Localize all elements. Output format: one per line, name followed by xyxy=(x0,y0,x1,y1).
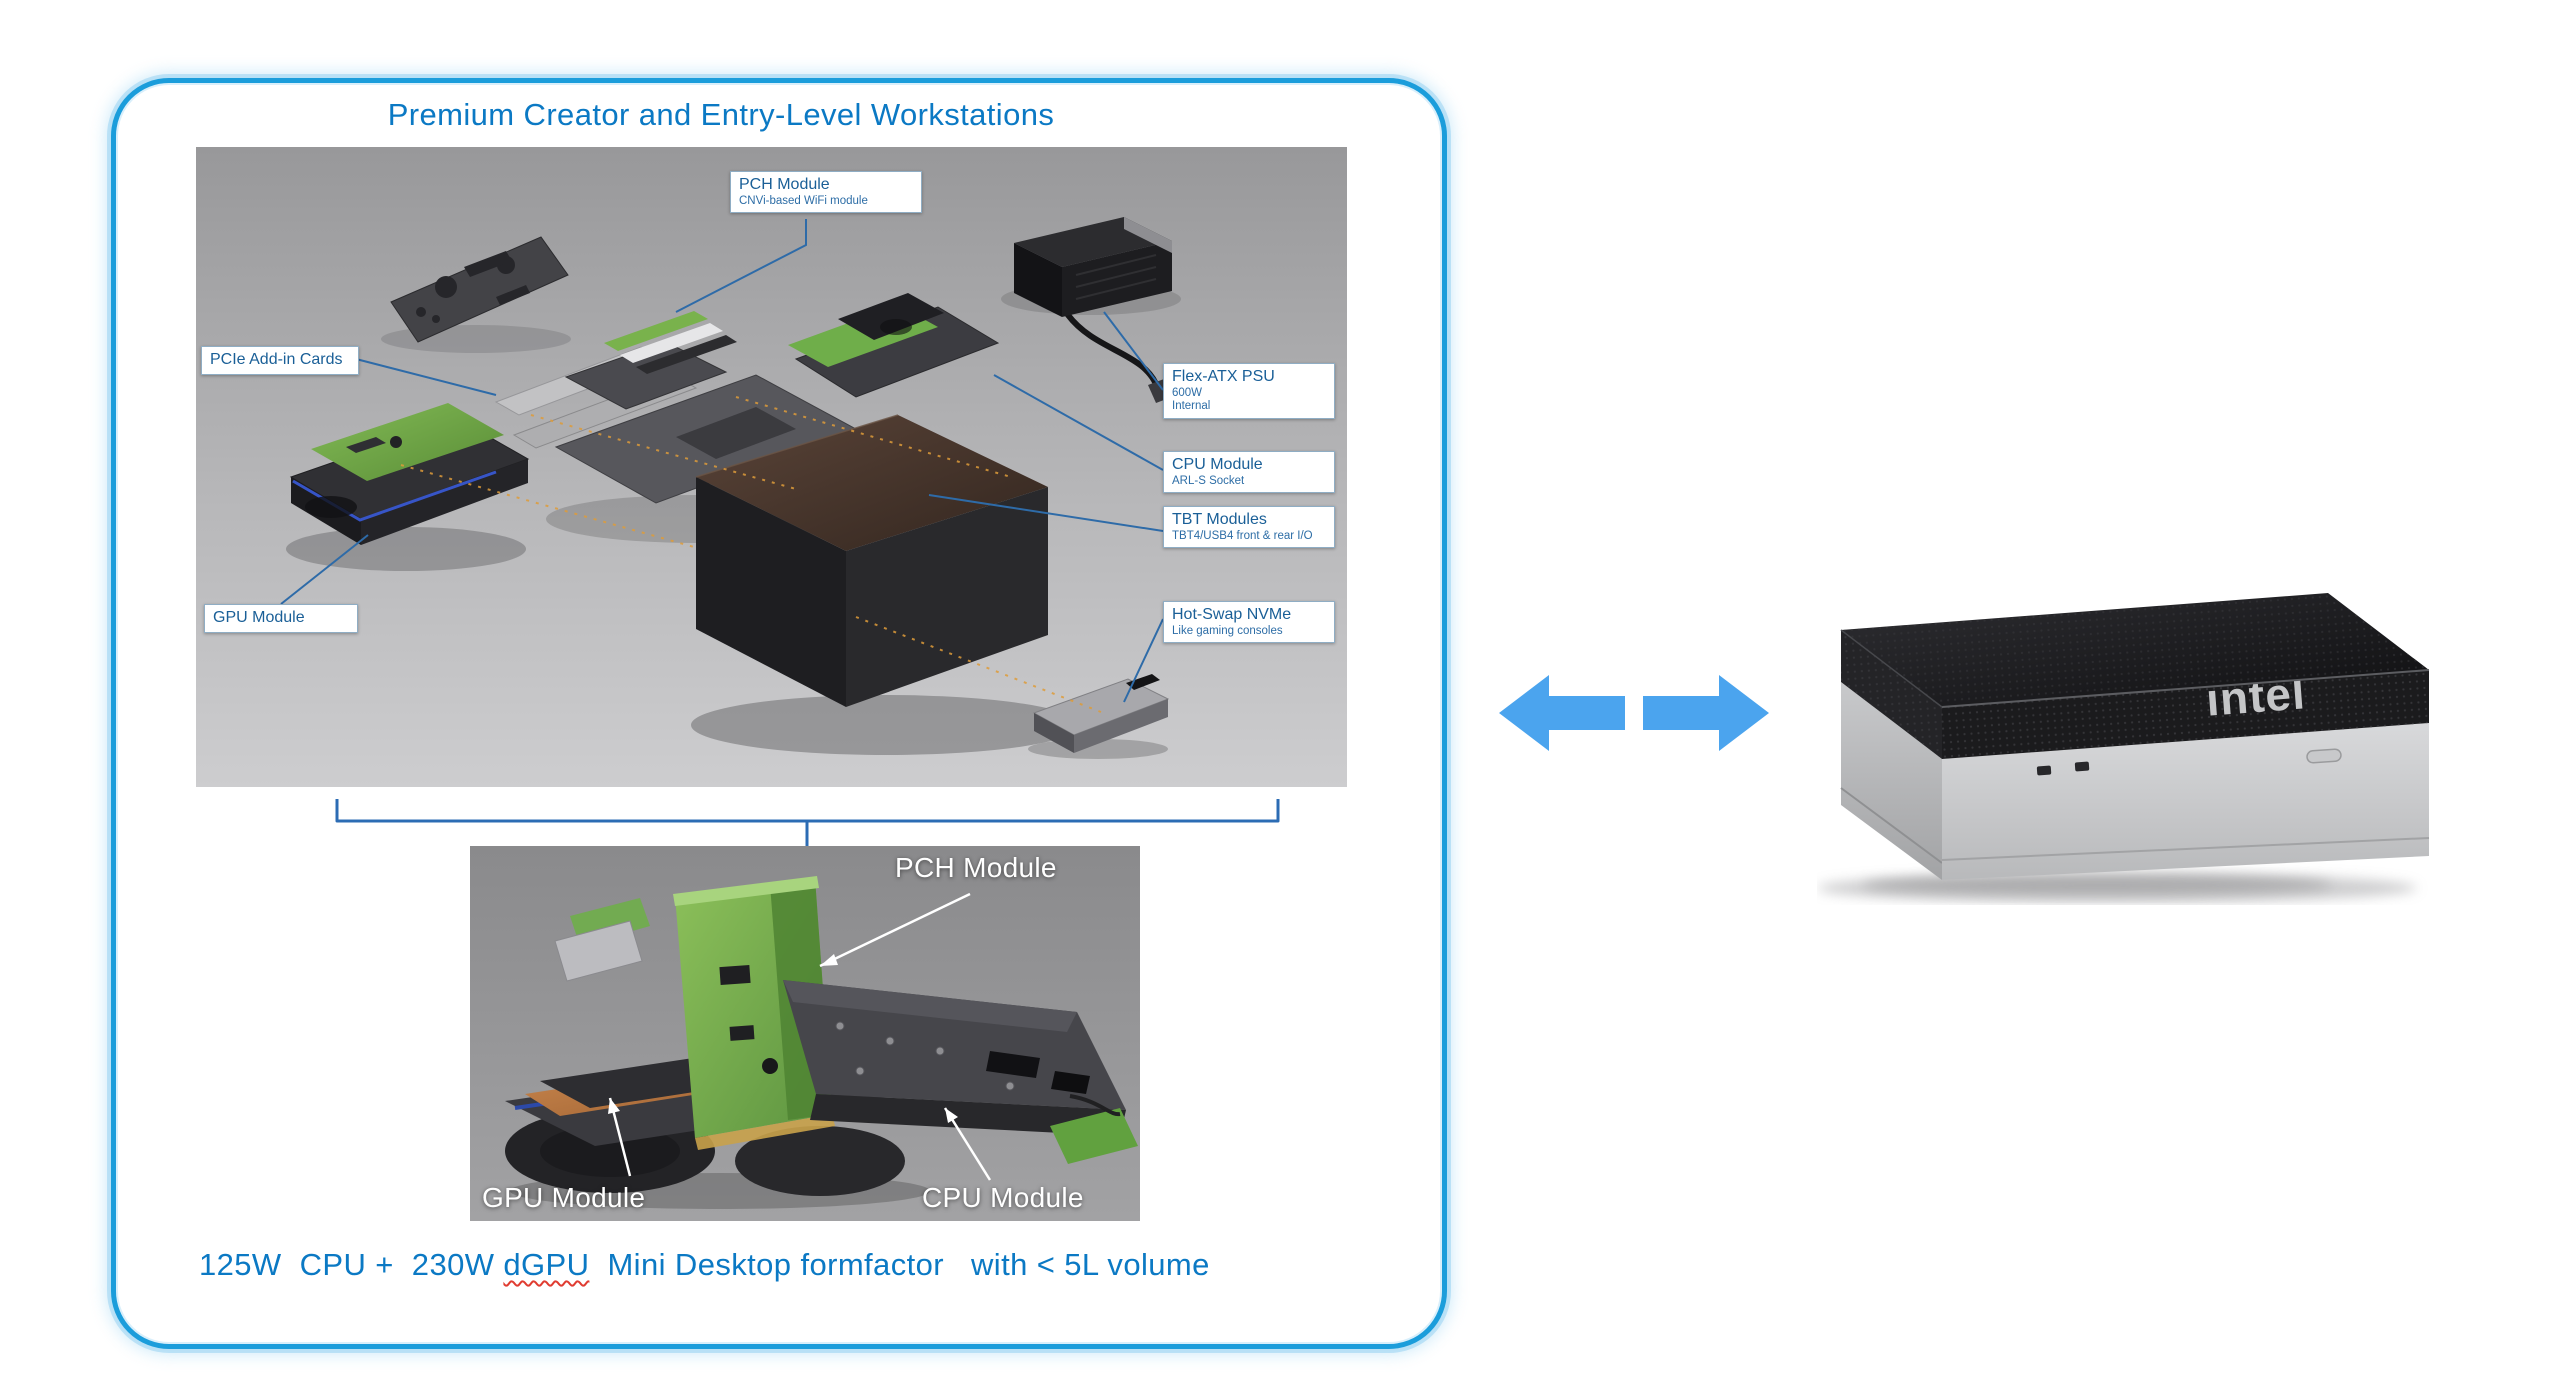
usb-port xyxy=(2036,765,2052,776)
detail-label-pch: PCH Module xyxy=(895,852,1057,883)
panel-title: Premium Creator and Entry-Level Workstat… xyxy=(387,97,1055,132)
callout-psu: Flex-ATX PSU 600W Internal xyxy=(1163,363,1335,419)
callout-pcie-cards: PCIe Add-in Cards xyxy=(201,346,359,375)
caption-text: 125W CPU + 230W xyxy=(199,1247,504,1282)
detail-label-gpu: GPU Module xyxy=(482,1182,646,1213)
power-button xyxy=(2306,748,2342,764)
detail-label-cpu: CPU Module xyxy=(922,1182,1084,1213)
callout-tbt-modules: TBT Modules TBT4/USB4 front & rear I/O xyxy=(1163,506,1335,549)
device-front-face: intel xyxy=(1941,666,2430,880)
left-arrow-icon xyxy=(1499,675,1625,751)
concept-panel: Premium Creator and Entry-Level Workstat… xyxy=(111,78,1447,1349)
callout-nvme: Hot-Swap NVMe Like gaming consoles xyxy=(1163,601,1335,644)
usb-port xyxy=(2074,761,2090,772)
callout-subtitle: Like gaming consoles xyxy=(1172,624,1283,637)
callout-subtitle: Internal xyxy=(1172,400,1211,413)
callout-title: Flex-ATX PSU xyxy=(1172,368,1275,385)
callout-pch-module: PCH Module CNVi-based WiFi module xyxy=(730,171,922,214)
callout-subtitle: 600W xyxy=(1172,386,1203,399)
callout-title: GPU Module xyxy=(213,609,305,626)
label-arrowheads xyxy=(608,954,958,1123)
callout-subtitle: TBT4/USB4 front & rear I/O xyxy=(1172,529,1313,542)
device-top-face xyxy=(1840,593,2430,708)
callout-subtitle: CNVi-based WiFi module xyxy=(739,194,868,207)
callout-cpu-module: CPU Module ARL-S Socket xyxy=(1163,451,1335,494)
callout-title: CPU Module xyxy=(1172,456,1263,473)
detail-view-image: PCH Module GPU Module CPU Module xyxy=(470,846,1140,1221)
callout-title: Hot-Swap NVMe xyxy=(1172,606,1292,623)
psu-render xyxy=(1014,217,1188,403)
right-arrow-icon xyxy=(1643,675,1769,751)
caption: 125W CPU + 230W dGPU Mini Desktop formfa… xyxy=(199,1247,1210,1283)
cpu-module-detail-render xyxy=(783,980,1138,1164)
mini-pc-photo: intel xyxy=(1817,560,2437,905)
callout-subtitle: ARL-S Socket xyxy=(1172,474,1245,487)
chassis-box-render xyxy=(695,414,1048,707)
alignment-guides xyxy=(400,396,1102,713)
cpu-module-render xyxy=(788,293,1000,398)
caption-text: Mini Desktop formfactor with < 5L volume xyxy=(589,1247,1210,1282)
caption-highlight-word: dGPU xyxy=(503,1247,590,1282)
callout-title: TBT Modules xyxy=(1172,511,1267,528)
front-io-panel-render xyxy=(390,236,569,343)
double-arrow-icon xyxy=(1499,675,1769,751)
gpu-module-render xyxy=(289,403,530,545)
callout-title: PCH Module xyxy=(739,176,830,193)
detail-render xyxy=(470,846,1140,1221)
motherboard-tray-render xyxy=(554,311,858,504)
bracket-connector xyxy=(335,799,1280,847)
callout-title: PCIe Add-in Cards xyxy=(210,351,343,368)
device-side-face xyxy=(1840,630,1943,880)
callout-gpu-module: GPU Module xyxy=(204,604,358,633)
mini-pc-render: intel xyxy=(1817,593,2430,903)
device-shadow-core xyxy=(1862,875,2332,895)
exploded-view-image: PCH Module CNVi-based WiFi module PCIe A… xyxy=(196,147,1347,787)
